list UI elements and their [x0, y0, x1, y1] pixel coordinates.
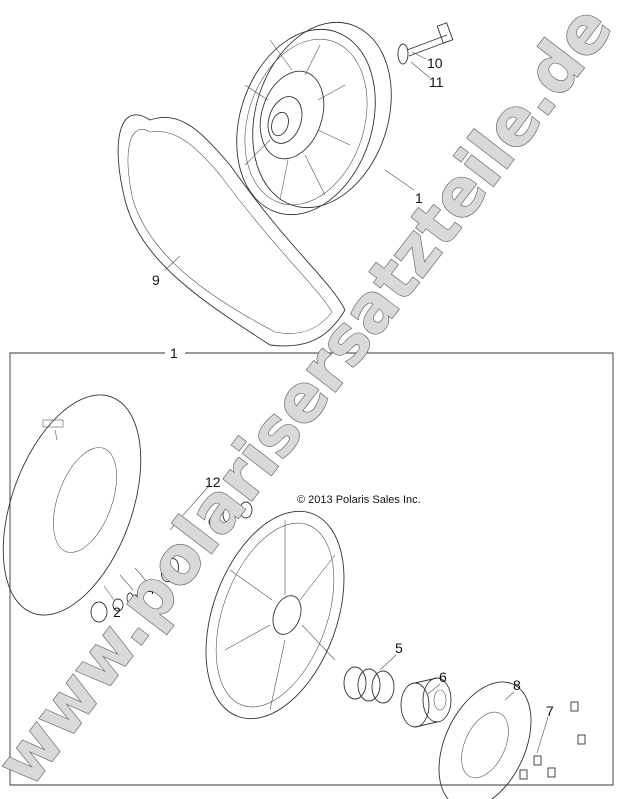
- clip: [126, 592, 134, 604]
- copyright-notice: © 2013 Polaris Sales Inc.: [297, 494, 421, 506]
- movable-sheave: [205, 510, 345, 720]
- callout-1-box: 1: [170, 345, 178, 361]
- callout-1-top: 1: [415, 190, 423, 206]
- washer: [397, 43, 409, 65]
- screws: [519, 701, 586, 780]
- stationary-sheave: [2, 394, 142, 616]
- leader-lines: [103, 51, 549, 754]
- callout-8: 8: [513, 677, 521, 693]
- bearing: [90, 601, 108, 623]
- callout-2: 2: [113, 604, 121, 620]
- callout-10: 10: [427, 55, 443, 71]
- callout-12: 12: [205, 474, 221, 490]
- callout-7: 7: [546, 703, 554, 719]
- drive-belt: [117, 114, 346, 347]
- rollers: [208, 501, 253, 527]
- washer-small: [112, 598, 124, 612]
- driven-clutch-assembly: [236, 21, 392, 216]
- callout-3: 3: [132, 591, 140, 607]
- spring: [343, 666, 395, 704]
- callout-4: 4: [147, 581, 155, 597]
- callout-11: 11: [429, 74, 444, 90]
- assembly-box: [9, 352, 614, 786]
- callout-9: 9: [152, 272, 160, 288]
- callout-6: 6: [439, 669, 447, 685]
- callout-5: 5: [395, 640, 403, 656]
- helix: [400, 677, 452, 728]
- bolt: [406, 22, 454, 57]
- seal-ring: [160, 557, 180, 583]
- cover-plate: [438, 681, 532, 799]
